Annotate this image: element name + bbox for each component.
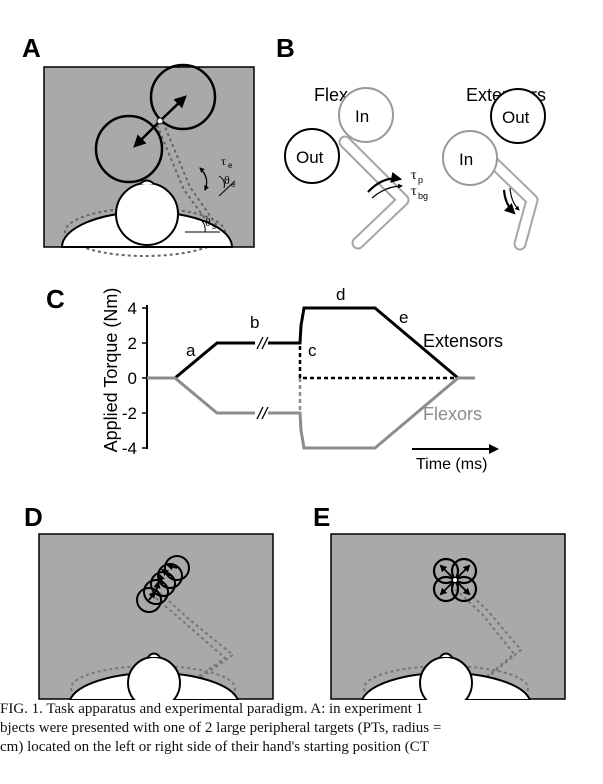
- y-tick-label: 4: [128, 299, 137, 318]
- background-flexors-dashed-tail: [268, 378, 302, 415]
- tau-p-symbol: τ: [411, 168, 417, 183]
- target-circle: [143, 579, 169, 605]
- background-flexors-dashed: [147, 376, 255, 415]
- figure-caption: FIG. 1. Task apparatus and experimental …: [0, 700, 603, 757]
- chart-ylabel: Applied Torque (Nm): [101, 288, 121, 453]
- caption-line-2: bjects were presented with one of 2 larg…: [0, 720, 442, 736]
- d-targets: [136, 555, 190, 613]
- target-arrow: [161, 568, 171, 577]
- panel-b-muscles: Flexors Extensors In Out τ p τ bg Out In: [284, 85, 546, 251]
- panel-label-e: E: [313, 502, 330, 532]
- theta-e-subscript: e: [231, 180, 236, 189]
- panel-e-apparatus: [330, 533, 566, 700]
- phase-label-b: b: [250, 313, 259, 332]
- target-circle: [136, 587, 162, 613]
- flexors-in-label: In: [355, 107, 369, 126]
- target-circle: [164, 555, 190, 581]
- phase-label-c: c: [308, 341, 317, 360]
- background-extensors-dashed-tail: [268, 341, 458, 380]
- axis-break-mark: [261, 336, 269, 350]
- panel-label-a: A: [22, 33, 41, 63]
- phase-label-d: d: [336, 285, 345, 304]
- phase-label-a: a: [186, 341, 196, 360]
- y-tick-label: -4: [122, 439, 137, 458]
- peripheral-target-left: [94, 114, 164, 184]
- legend-extensors: Extensors: [423, 331, 503, 351]
- caption-line-3: cm) located on the left or right side of…: [0, 739, 429, 755]
- tau-bg-subscript: bg: [418, 191, 428, 201]
- tau-e-symbol: τ: [221, 154, 226, 168]
- extensors-line-ramp: [147, 341, 255, 380]
- torque-chart: Applied Torque (Nm) 4 2 0 -2 -4 a b c d e Extens…: [101, 285, 503, 473]
- center-target: [452, 577, 458, 583]
- y-tick-label: 2: [128, 334, 137, 353]
- theta-s-subscript: s: [212, 222, 216, 231]
- target-arrow: [454, 564, 471, 581]
- figure: A τ e θ e θ s B Flexors Extensors: [22, 33, 566, 700]
- panel-d-apparatus: [38, 533, 274, 700]
- axis-break-mark: [261, 406, 269, 420]
- chart-xlabel: Time (ms): [416, 456, 487, 473]
- caption-line-1: FIG. 1. Task apparatus and experimental …: [0, 701, 424, 717]
- extensors-in-label: In: [459, 150, 473, 169]
- theta-e-symbol: θ: [224, 173, 230, 187]
- panel-label-c: C: [46, 284, 65, 314]
- panel-label-b: B: [276, 33, 295, 63]
- extensors-out-label: Out: [502, 108, 530, 127]
- background-extensors-dashed: [147, 341, 255, 380]
- target-arrow: [166, 563, 178, 571]
- axis-break-mark: [256, 406, 264, 420]
- e-targets: [432, 557, 478, 603]
- flexors-out-label: Out: [296, 148, 324, 167]
- target-arrow: [148, 590, 156, 601]
- target-circle: [450, 557, 478, 585]
- target-arrow: [153, 580, 161, 593]
- target-arrow: [439, 579, 456, 596]
- peripheral-target-right: [149, 63, 217, 131]
- target-circle: [450, 575, 478, 603]
- axis-break-mark: [256, 336, 264, 350]
- phase-label-e: e: [399, 308, 408, 327]
- legend-flexors: Flexors: [423, 404, 482, 424]
- tau-bg-symbol: τ: [411, 184, 417, 199]
- target-arrow: [158, 573, 165, 585]
- target-arrow: [439, 564, 456, 581]
- target-arrow: [454, 579, 471, 596]
- theta-s-symbol: θ: [205, 215, 211, 229]
- tau-p-subscript: p: [418, 175, 423, 185]
- y-tick-label: -2: [122, 404, 137, 423]
- panel-a-apparatus: τ e θ e θ s: [43, 63, 255, 257]
- panel-label-d: D: [24, 502, 43, 532]
- target-circle: [432, 575, 460, 603]
- target-circle: [432, 557, 460, 585]
- flexors-line-ramp: [147, 376, 255, 415]
- tau-e-subscript: e: [228, 161, 233, 170]
- y-tick-label: 0: [128, 369, 137, 388]
